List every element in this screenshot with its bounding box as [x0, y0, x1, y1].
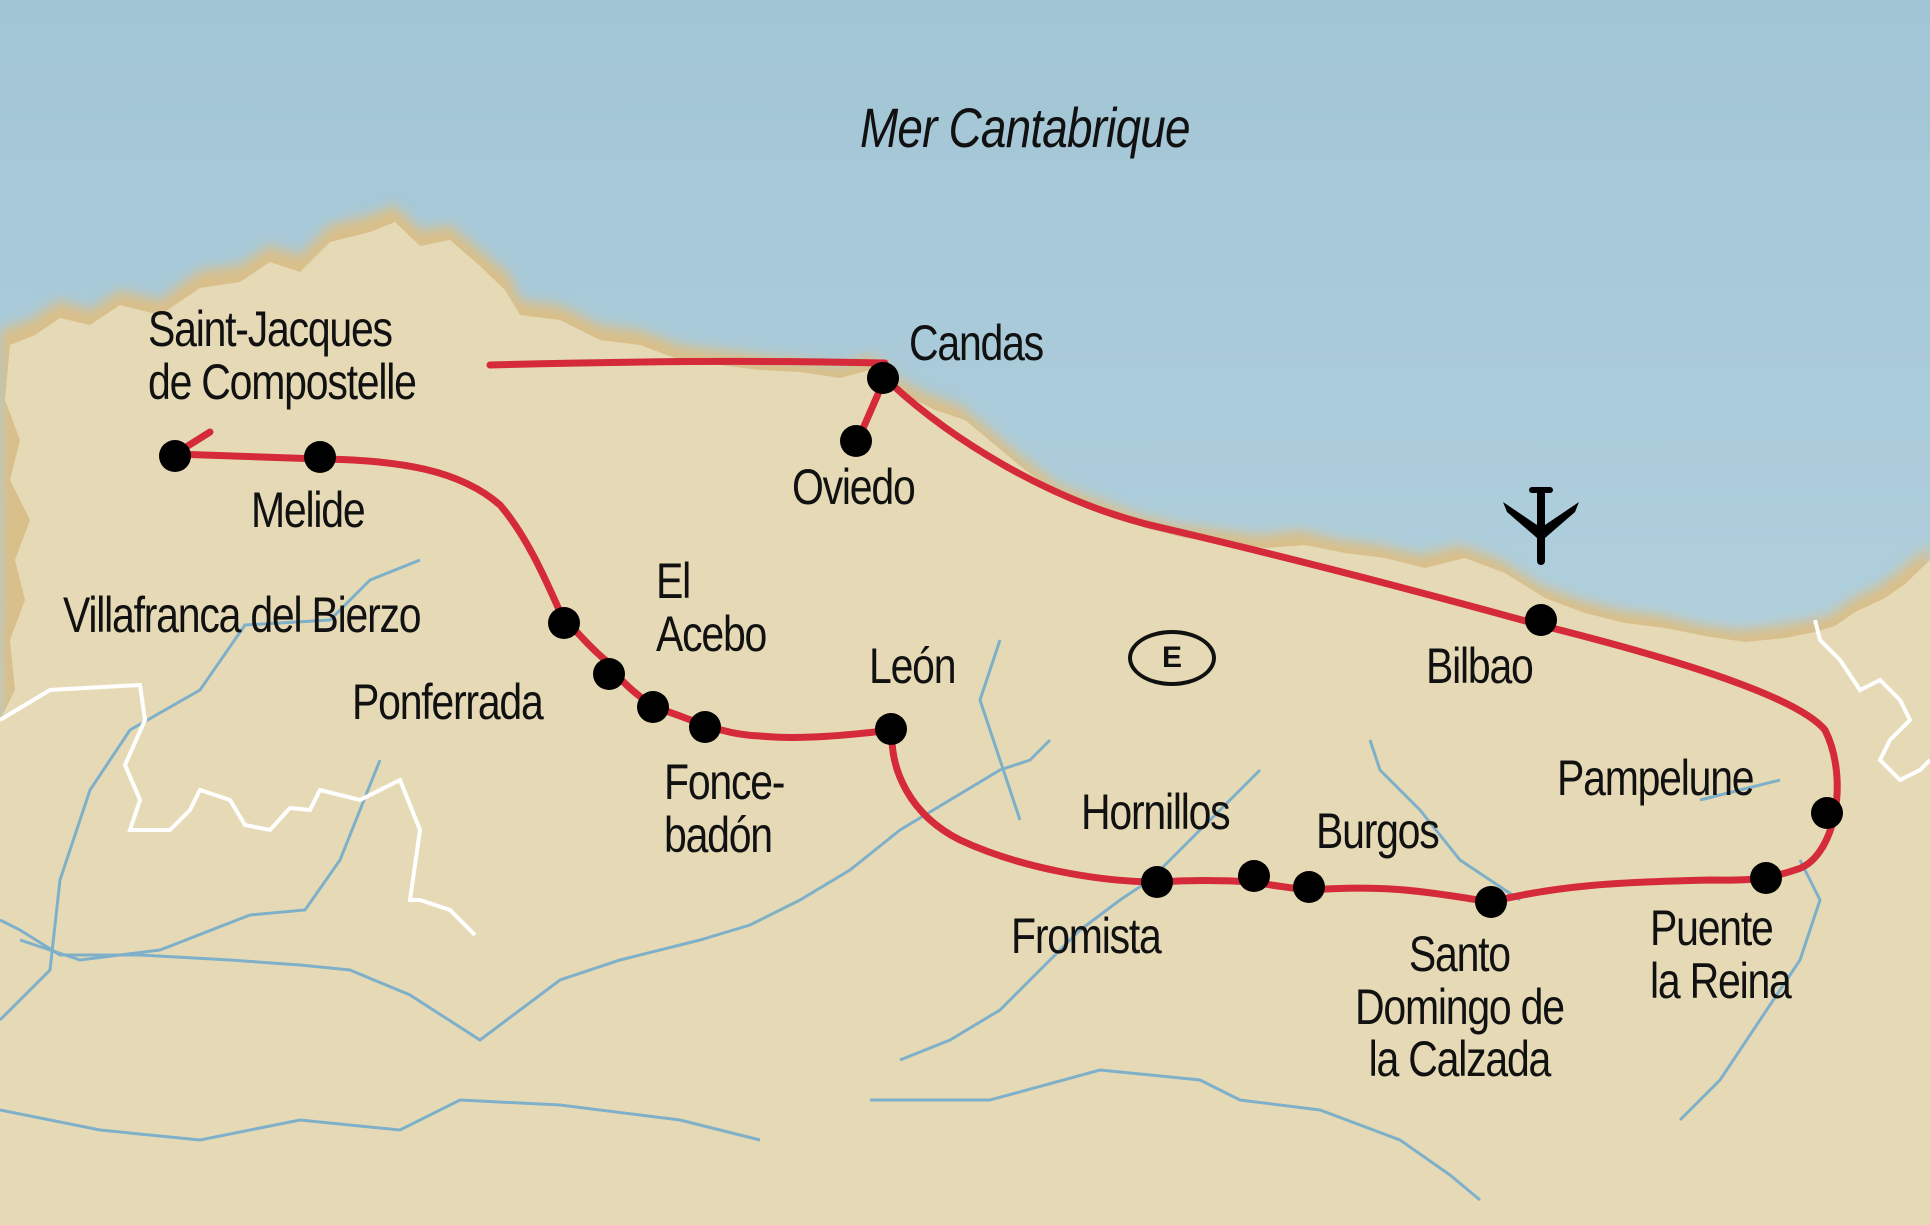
stop-dot-leon — [875, 713, 907, 745]
label-melide: Melide — [251, 482, 366, 538]
label-oviedo: Oviedo — [792, 459, 916, 515]
land — [0, 222, 1930, 1225]
label-puente-la-reina: Puente la Reina — [1650, 900, 1792, 1009]
stop-dot-foncebadon — [689, 711, 721, 743]
country-badge-e: E — [1128, 630, 1216, 686]
label-fromista: Fromista — [1011, 908, 1162, 964]
label-pampelune: Pampelune — [1557, 750, 1755, 806]
label-ponferrada: Ponferrada — [352, 674, 544, 730]
stop-dot-candas — [867, 362, 899, 394]
stop-dot-el-acebo — [637, 691, 669, 723]
route-stops — [159, 362, 1843, 918]
stop-dot-santo-domingo — [1475, 886, 1507, 918]
label-leon: León — [869, 638, 957, 694]
stop-dot-melide — [304, 441, 336, 473]
stop-dot-bilbao — [1525, 604, 1557, 636]
stop-dot-fromista — [1141, 866, 1173, 898]
stop-dot-villafranca — [548, 607, 580, 639]
sea-label: Mer Cantabrique — [860, 96, 1191, 159]
stop-dot-ponferrada — [593, 658, 625, 690]
stop-dot-puente-la-reina — [1750, 862, 1782, 894]
label-foncebadon: Fonce- badón — [664, 754, 785, 863]
stop-dot-santiago — [159, 440, 191, 472]
label-candas: Candas — [909, 315, 1044, 371]
label-santiago: Saint-Jacques de Compostelle — [148, 301, 417, 410]
rivers — [0, 558, 1822, 1202]
stop-dot-hornillos — [1238, 860, 1270, 892]
label-burgos: Burgos — [1316, 803, 1440, 859]
stop-dot-burgos — [1293, 871, 1325, 903]
label-villafranca: Villafranca del Bierzo — [63, 587, 422, 643]
label-santo-domingo: Santo Domingo de la Calzada — [1355, 926, 1565, 1087]
borders — [0, 619, 1930, 937]
label-el-acebo: El Acebo — [656, 553, 767, 662]
stop-dot-oviedo — [840, 425, 872, 457]
airplane-icon — [1503, 487, 1579, 565]
label-bilbao: Bilbao — [1426, 638, 1534, 694]
stop-dot-pampelune — [1811, 797, 1843, 829]
label-hornillos: Hornillos — [1081, 784, 1231, 840]
